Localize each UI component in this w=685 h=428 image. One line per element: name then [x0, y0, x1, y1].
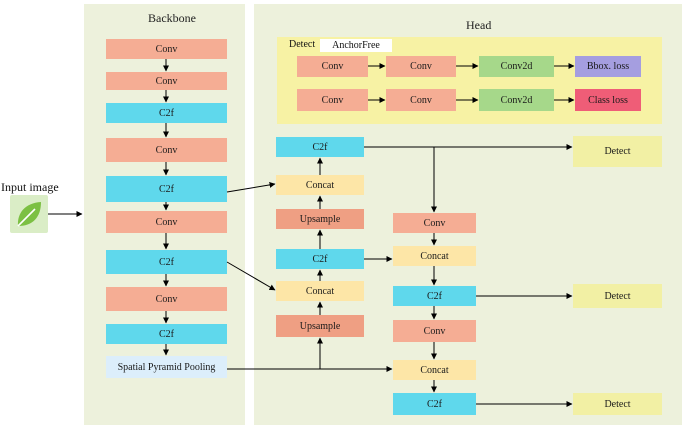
- neck-c2f-3: C2f: [393, 393, 476, 415]
- detect-row2-conv-1: Conv: [297, 89, 368, 111]
- neck-conv-2: Conv: [393, 320, 476, 342]
- neck-concat-1: Concat: [276, 175, 364, 195]
- backbone-conv-2: Conv: [106, 72, 227, 90]
- leaf-icon: [10, 195, 48, 233]
- detect-row1-conv-1: Conv: [297, 56, 368, 77]
- detect-output-3: Detect: [573, 393, 662, 415]
- neck-c2f-mid: C2f: [276, 249, 364, 269]
- backbone-c2f-4: C2f: [106, 324, 227, 344]
- spatial-pyramid-pooling: Spatial Pyramid Pooling: [106, 356, 227, 378]
- backbone-title: Backbone: [148, 11, 196, 25]
- neck-upsample-1: Upsample: [276, 209, 364, 229]
- detect-row2-conv2d: Conv2d: [479, 89, 554, 111]
- detect-row1-conv2d: Conv2d: [479, 56, 554, 77]
- backbone-conv-1: Conv: [106, 39, 227, 59]
- class-loss: Class loss: [575, 89, 641, 111]
- detect-output-2: Detect: [573, 284, 662, 308]
- backbone-c2f-1: C2f: [106, 103, 227, 123]
- head-title: Head: [466, 18, 492, 32]
- neck-upsample-2: Upsample: [276, 315, 364, 337]
- detect-row1-conv-2: Conv: [386, 56, 456, 77]
- backbone-c2f-3: C2f: [106, 250, 227, 274]
- anchor-free-tag: AnchorFree: [320, 39, 392, 52]
- neck-concat-4: Concat: [393, 360, 476, 380]
- neck-conv-1: Conv: [393, 213, 476, 233]
- bbox-loss: Bbox. loss: [575, 56, 641, 77]
- neck-c2f-top: C2f: [276, 137, 364, 157]
- neck-c2f-2: C2f: [393, 286, 476, 306]
- backbone-c2f-2: C2f: [106, 176, 227, 202]
- detect-output-1: Detect: [573, 136, 662, 167]
- backbone-conv-4: Conv: [106, 211, 227, 233]
- input-image-label: Input image: [1, 180, 59, 194]
- neck-concat-3: Concat: [393, 246, 476, 266]
- backbone-conv-3: Conv: [106, 138, 227, 162]
- detect-block-label: Detect: [289, 39, 316, 50]
- backbone-conv-5: Conv: [106, 287, 227, 311]
- detect-row2-conv-2: Conv: [386, 89, 456, 111]
- neck-concat-2: Concat: [276, 281, 364, 301]
